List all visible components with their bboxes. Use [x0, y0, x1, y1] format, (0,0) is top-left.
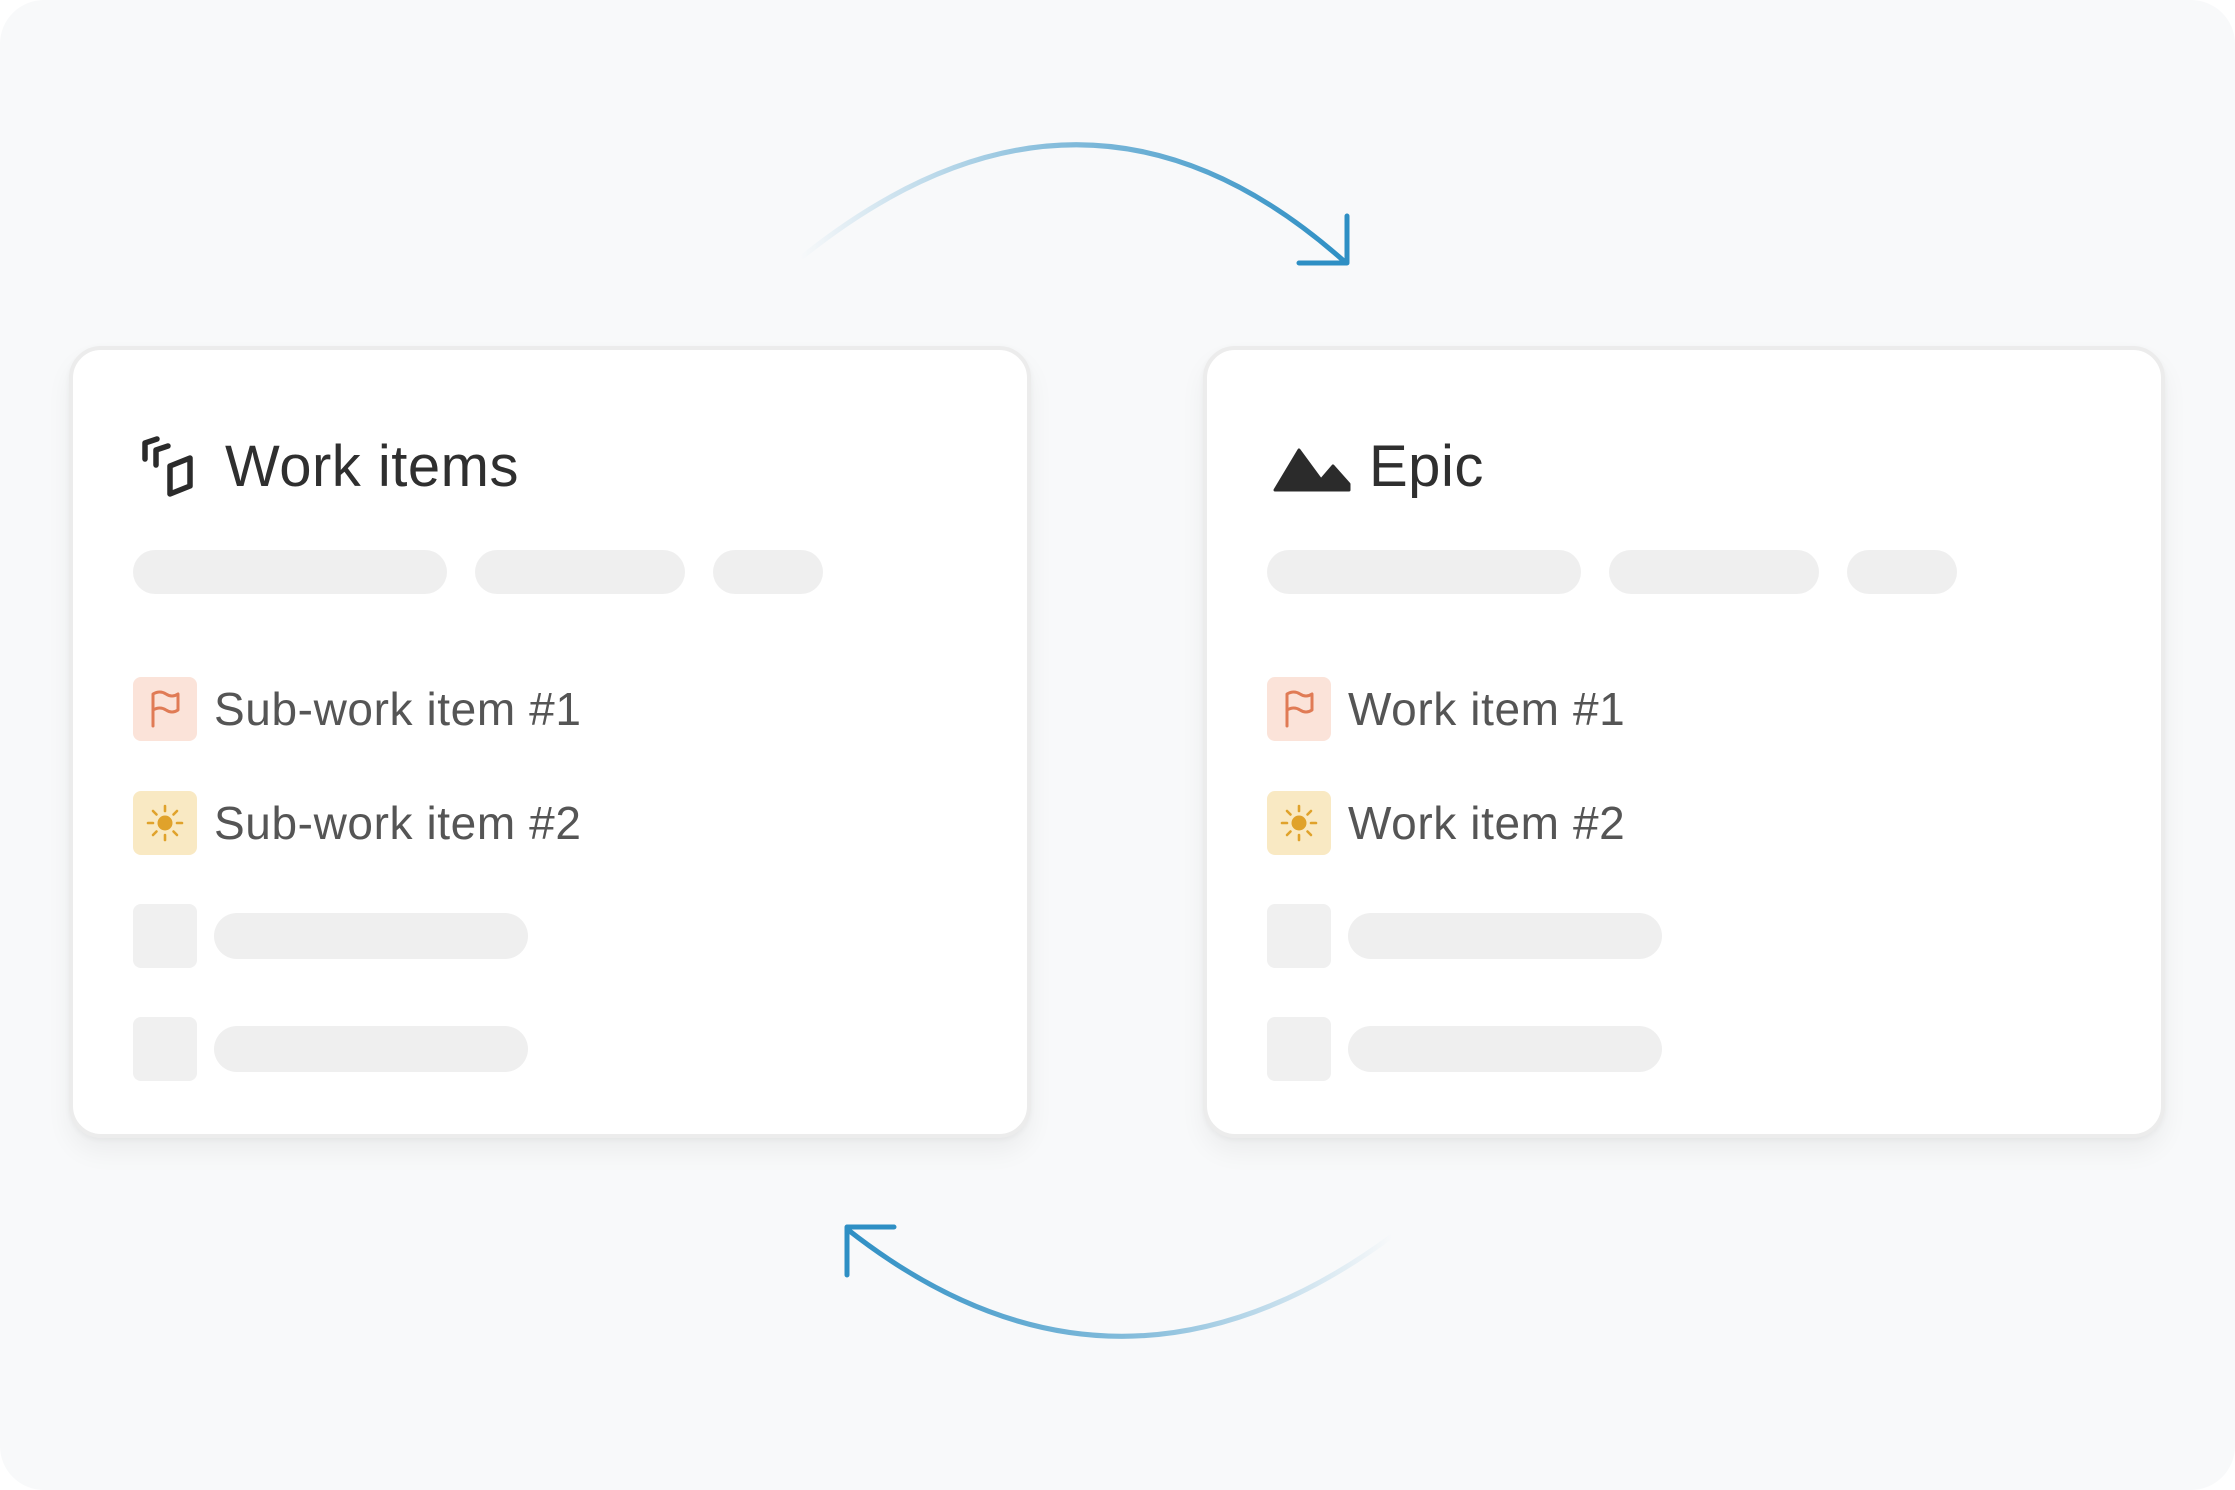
placeholder-pill — [133, 550, 447, 594]
sun-icon — [1267, 791, 1331, 855]
arrow-head-left — [844, 1224, 897, 1278]
placeholder-line — [214, 1026, 528, 1072]
card-title: Epic — [1369, 433, 1484, 499]
flag-icon — [1267, 677, 1331, 741]
placeholder-pill — [475, 550, 685, 594]
sun-icon — [133, 791, 197, 855]
arrow-bottom — [844, 1224, 1395, 1339]
list-item[interactable]: Work item #2 — [1267, 790, 1625, 856]
placeholder-icon — [1267, 1017, 1331, 1081]
placeholder-icon — [133, 904, 197, 968]
placeholder-pill — [713, 550, 823, 594]
work-items-card: Work items Sub-work item #1 — [69, 346, 1031, 1138]
list-item[interactable]: Sub-work item #2 — [133, 790, 582, 856]
mountain-icon — [1273, 432, 1351, 500]
flag-icon — [133, 677, 197, 741]
placeholder-pill — [1267, 550, 1581, 594]
card-header: Epic — [1273, 428, 1484, 504]
placeholder-pill — [1847, 550, 1957, 594]
list-item-label: Sub-work item #2 — [214, 797, 582, 849]
work-items-icon — [139, 432, 207, 500]
list-item[interactable]: Work item #1 — [1267, 676, 1625, 742]
placeholder-line — [1348, 1026, 1662, 1072]
list-item[interactable]: Sub-work item #1 — [133, 676, 582, 742]
card-header: Work items — [139, 428, 519, 504]
placeholder-pill — [1609, 550, 1819, 594]
list-item-label: Work item #2 — [1348, 797, 1626, 849]
list-item-label: Work item #1 — [1348, 683, 1626, 735]
list-item-label: Sub-work item #1 — [214, 683, 582, 735]
epic-card: Epic Work item #1 — [1203, 346, 2165, 1138]
placeholder-line — [214, 913, 528, 959]
placeholder-icon — [1267, 904, 1331, 968]
arrow-head-right — [1296, 213, 1350, 266]
arrow-top — [799, 142, 1350, 266]
card-title: Work items — [225, 433, 519, 499]
placeholder-icon — [133, 1017, 197, 1081]
placeholder-line — [1348, 913, 1662, 959]
